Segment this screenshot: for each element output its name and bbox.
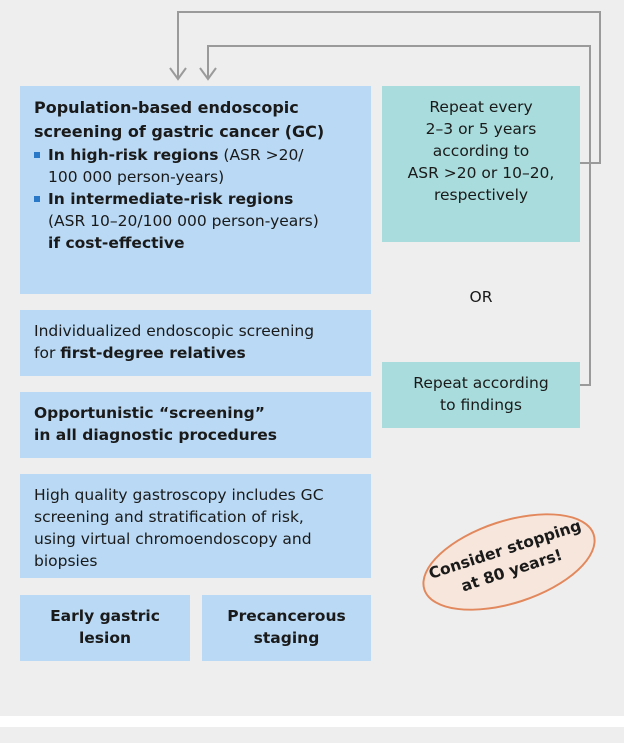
population-title-line1: Population-based endoscopic (34, 98, 299, 117)
relatives-prefix: for (34, 344, 61, 362)
repeat-asr-box: Repeat every 2–3 or 5 years according to… (382, 86, 580, 242)
repeat-asr-line3: according to (432, 142, 530, 160)
cost-effective-condition: if cost-effective (48, 234, 185, 252)
repeat-asr-line1: Repeat every (429, 98, 533, 116)
bullet-intermediate-risk: In intermediate-risk regions (ASR 10–20/… (34, 188, 357, 254)
repeat-asr-line2: 2–3 or 5 years (425, 120, 537, 138)
repeat-asr-line4: ASR >20 or 10–20, (407, 164, 555, 182)
quality-line3: using virtual chromoendoscopy and (34, 530, 312, 548)
opportunistic-line1: Opportunistic “screening” (34, 404, 265, 422)
early-line1: Early gastric (50, 607, 160, 625)
relatives-bold: first-degree relatives (60, 344, 246, 362)
bullet-high-risk: In high-risk regions (ASR >20/ 100 000 p… (34, 144, 357, 188)
relatives-screening-box: Individualized endoscopic screening for … (20, 310, 371, 376)
opportunistic-screening-box: Opportunistic “screening” in all diagnos… (20, 392, 371, 458)
quality-line1: High quality gastroscopy includes GC (34, 486, 324, 504)
intermediate-risk-detail: (ASR 10–20/100 000 person-years) (48, 212, 319, 230)
footer-strip (0, 727, 624, 743)
early-gastric-lesion-box: Early gastric lesion (20, 595, 190, 661)
precancerous-staging-box: Precancerous staging (202, 595, 371, 661)
early-line2: lesion (78, 629, 132, 647)
arrowhead-asr (169, 67, 187, 81)
high-risk-detail-1: (ASR >20/ (218, 146, 304, 164)
arrowhead-findings (199, 67, 217, 81)
bullet-square-icon (34, 152, 40, 158)
repeat-findings-line1: Repeat according (413, 374, 549, 392)
precancer-line1: Precancerous (227, 607, 346, 625)
relatives-line1: Individualized endoscopic screening (34, 322, 315, 340)
population-title-line2: screening of gastric cancer (GC) (34, 122, 325, 141)
quality-line2: screening and stratification of risk, (34, 508, 304, 526)
high-risk-detail-2: 100 000 person-years) (48, 168, 225, 186)
high-quality-gastroscopy-box: High quality gastroscopy includes GC scr… (20, 474, 371, 578)
repeat-findings-box: Repeat according to findings (382, 362, 580, 428)
repeat-asr-line5: respectively (433, 186, 529, 204)
intermediate-risk-label: In intermediate-risk regions (48, 190, 294, 208)
precancer-line2: staging (253, 629, 320, 647)
relatives-line2: for first-degree relatives (34, 342, 357, 364)
or-label: OR (469, 288, 493, 306)
opportunistic-line2: in all diagnostic procedures (34, 426, 278, 444)
connector-arrows (169, 11, 601, 386)
population-screening-box: Population-based endoscopic screening of… (20, 86, 371, 294)
repeat-findings-line2: to findings (440, 396, 522, 414)
quality-line4: biopsies (34, 552, 98, 570)
loop-arrow-findings (207, 45, 591, 386)
high-risk-label: In high-risk regions (48, 146, 219, 164)
loop-arrow-asr (177, 11, 601, 164)
bullet-square-icon (34, 196, 40, 202)
